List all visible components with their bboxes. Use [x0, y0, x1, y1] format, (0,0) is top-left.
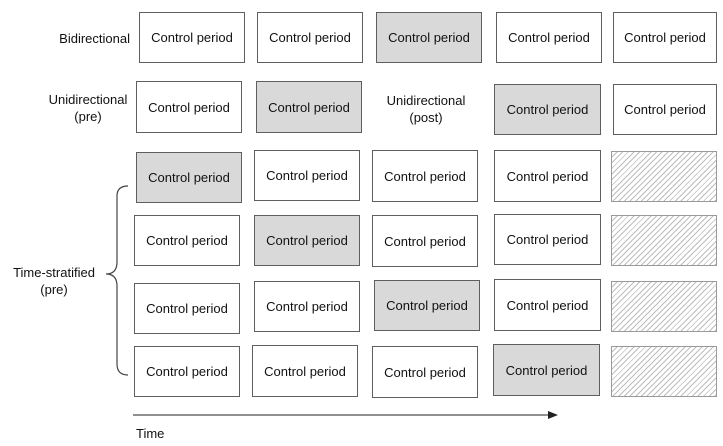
stratified-1-case-period: Control period [136, 152, 242, 203]
stratified-3-control-period-3: Control period [494, 279, 601, 331]
bidirectional-case-period: Control period [376, 12, 482, 63]
bidirectional-control-period-1: Control period [139, 12, 245, 63]
stratified-3-control-period-2: Control period [254, 281, 360, 332]
stratified-4-control-period-1: Control period [134, 346, 240, 397]
stratified-2-control-period-2: Control period [372, 215, 478, 267]
unidirectional-pre-label: Unidirectional (pre) [48, 92, 128, 124]
time-stratified-brace [105, 185, 129, 376]
stratified-2-control-period-1: Control period [134, 215, 240, 266]
stratified-2-case-period: Control period [254, 215, 360, 266]
bidirectional-control-period-2: Control period [257, 12, 363, 63]
stratified-3-case-period: Control period [374, 280, 480, 331]
stratified-3-excluded-period [611, 281, 717, 332]
bidirectional-label: Bidirectional [59, 31, 130, 46]
stratified-1-control-period-2: Control period [372, 150, 478, 202]
stratified-4-case-period: Control period [493, 344, 600, 396]
stratified-2-control-period-3: Control period [494, 214, 601, 265]
time-axis-arrowhead [548, 411, 558, 419]
bidirectional-control-period-4: Control period [613, 12, 717, 63]
stratified-4-control-period-2: Control period [252, 345, 358, 397]
time-stratified-label: Time-stratified (pre) [13, 265, 95, 297]
stratified-1-control-period-3: Control period [494, 150, 601, 202]
unidirectional-post-case-period: Control period [494, 84, 601, 135]
bidirectional-control-period-3: Control period [496, 12, 602, 63]
stratified-1-excluded-period [611, 151, 717, 202]
stratified-2-excluded-period [611, 215, 717, 266]
unidirectional-post-label: Unidirectional (post) [386, 93, 466, 125]
stratified-1-control-period-1: Control period [254, 150, 360, 201]
time-axis-label: Time [136, 426, 165, 441]
unidirectional-control-period-1: Control period [136, 81, 242, 133]
stratified-4-control-period-3: Control period [372, 346, 478, 398]
stratified-3-control-period-1: Control period [134, 283, 240, 334]
stratified-4-excluded-period [611, 346, 717, 397]
unidirectional-pre-case-period: Control period [256, 81, 362, 133]
unidirectional-control-period-2: Control period [613, 84, 717, 135]
